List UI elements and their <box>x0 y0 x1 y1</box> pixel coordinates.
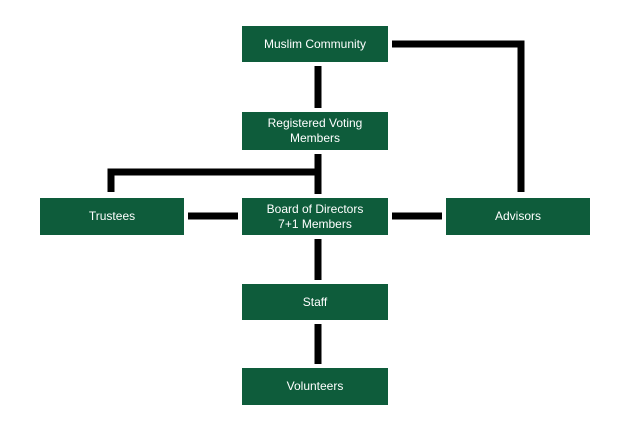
connector-community-to-advisors <box>392 40 525 192</box>
node-staff: Staff <box>242 284 388 320</box>
node-volunteers-label: Volunteers <box>286 379 344 393</box>
node-board-of-directors: Board of Directors 7+1 Members <box>242 198 388 235</box>
connector-voting-to-trustees <box>107 168 318 192</box>
node-staff-label: Staff <box>302 294 328 309</box>
node-muslim-community-label: Muslim Community <box>263 36 366 51</box>
node-advisors: Advisors <box>446 198 590 235</box>
node-muslim-community: Muslim Community <box>242 26 388 62</box>
node-registered-voting-members: Registered Voting Members <box>242 112 388 150</box>
node-volunteers: Volunteers <box>242 368 388 405</box>
node-trustees: Trustees <box>40 198 184 235</box>
node-board-of-directors-label: Board of Directors 7+1 Members <box>266 201 364 231</box>
node-advisors-label: Advisors <box>494 209 541 223</box>
node-registered-voting-members-label: Registered Voting Members <box>267 116 363 145</box>
node-trustees-label: Trustees <box>88 209 136 223</box>
